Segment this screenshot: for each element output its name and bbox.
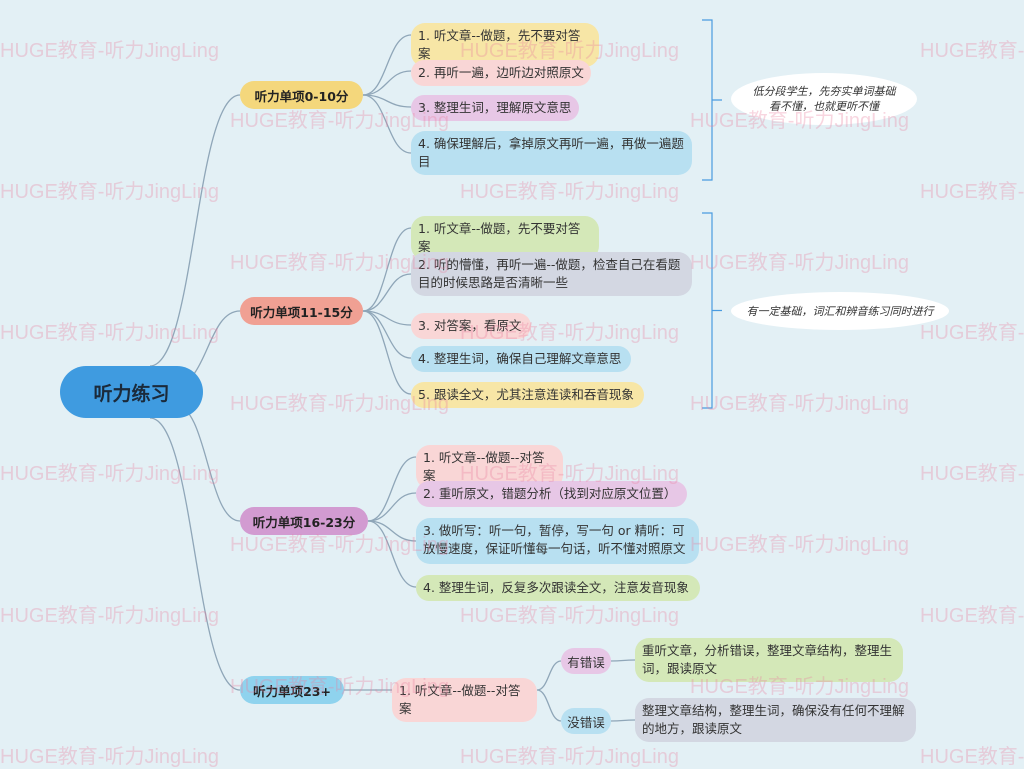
branch-item[interactable]: 3. 做听写：听一句，暂停，写一句 or 精听：可放慢速度，保证听懂每一句话，听… xyxy=(416,518,699,564)
branch-item[interactable]: 4. 确保理解后，拿掉原文再听一遍，再做一遍题目 xyxy=(411,131,692,175)
branch-connector xyxy=(362,34,412,96)
root-connector xyxy=(149,417,241,691)
branch-connector xyxy=(362,310,412,359)
branch-note: 有一定基础，词汇和辨音练习同时进行 xyxy=(731,292,949,330)
branch-item[interactable]: 2. 重听原文，错题分析（找到对应原文位置） xyxy=(416,481,687,507)
sub-branch-detail[interactable]: 整理文章结构，整理生词，确保没有任何不理解的地方，跟读原文 xyxy=(635,698,916,742)
branch-0-10[interactable]: 听力单项0-10分 xyxy=(240,81,363,109)
branch-connector xyxy=(362,310,412,395)
branch-connector xyxy=(367,492,417,522)
branch-connector xyxy=(362,227,412,312)
sub-connector xyxy=(536,689,562,722)
branch-item[interactable]: 2. 听的懵懂，再听一遍--做题，检查自己在看题目的时候思路是否清晰一些 xyxy=(411,252,692,296)
detail-connector xyxy=(610,659,636,662)
branch-item[interactable]: 5. 跟读全文，尤其注意连读和吞音现象 xyxy=(411,382,644,408)
branch-11-15[interactable]: 听力单项11-15分 xyxy=(240,297,363,325)
summary-bracket xyxy=(702,19,722,181)
branch-connector xyxy=(362,273,412,312)
sub-branch-no-error[interactable]: 没错误 xyxy=(561,708,611,734)
sub-branch-detail[interactable]: 重听文章，分析错误，整理文章结构，整理生词，跟读原文 xyxy=(635,638,903,682)
branch-connector xyxy=(367,520,417,542)
sub-branch-has-error[interactable]: 有错误 xyxy=(561,648,611,674)
root-node[interactable]: 听力练习 xyxy=(60,366,203,418)
root-connector xyxy=(174,404,241,522)
root-connector xyxy=(149,94,241,367)
branch-item[interactable]: 1. 听文章--做题，先不要对答案 xyxy=(411,23,599,67)
sub-connector xyxy=(536,660,562,691)
detail-connector xyxy=(610,719,636,722)
branch-connector xyxy=(362,94,412,108)
branch-item[interactable]: 4. 整理生词，反复多次跟读全文，注意发音现象 xyxy=(416,575,700,601)
branch-note: 低分段学生，先夯实单词基础 看不懂，也就更听不懂 xyxy=(731,73,917,125)
branch-item[interactable]: 2. 再听一遍，边听边对照原文 xyxy=(411,60,591,86)
branch-connector xyxy=(367,520,417,588)
branch-connector xyxy=(362,94,412,154)
branch-connector xyxy=(362,70,412,96)
branch-item[interactable]: 3. 对答案，看原文 xyxy=(411,313,531,339)
summary-bracket xyxy=(702,212,722,409)
branch-23-plus[interactable]: 听力单项23+ xyxy=(240,676,344,704)
branch-16-23[interactable]: 听力单项16-23分 xyxy=(240,507,368,535)
branch-item[interactable]: 3. 整理生词，理解原文意思 xyxy=(411,95,579,121)
branch-item[interactable]: 4. 整理生词，确保自己理解文章意思 xyxy=(411,346,631,372)
branch-item[interactable]: 1. 听文章--做题--对答案 xyxy=(392,678,537,722)
branch-connector xyxy=(367,456,417,522)
